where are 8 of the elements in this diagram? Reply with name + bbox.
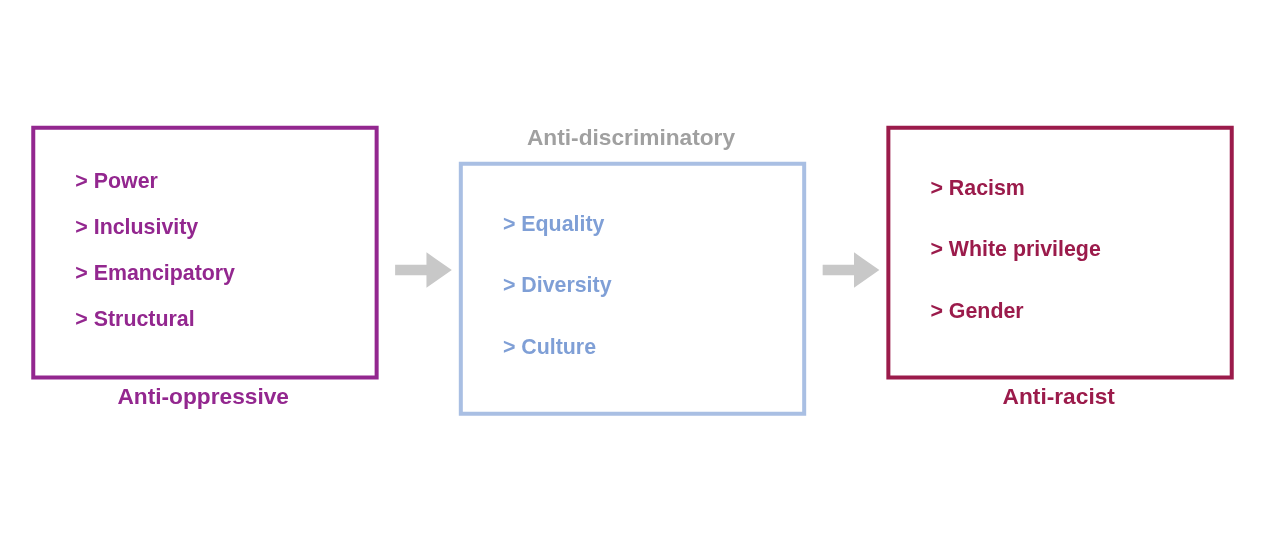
arrow <box>395 251 452 288</box>
node-label: Anti-discriminatory <box>526 123 736 150</box>
node-box: > Racism > White privilege > Gender <box>886 125 1234 380</box>
node-label: Anti-racist <box>1002 382 1115 409</box>
node-box: > Power > Inclusivity > Emancipatory > Structural <box>31 125 379 380</box>
arrow <box>822 251 880 288</box>
node-box: > Equality > Diversity > Culture <box>458 161 807 416</box>
node-label: Anti-oppressive <box>117 382 290 409</box>
